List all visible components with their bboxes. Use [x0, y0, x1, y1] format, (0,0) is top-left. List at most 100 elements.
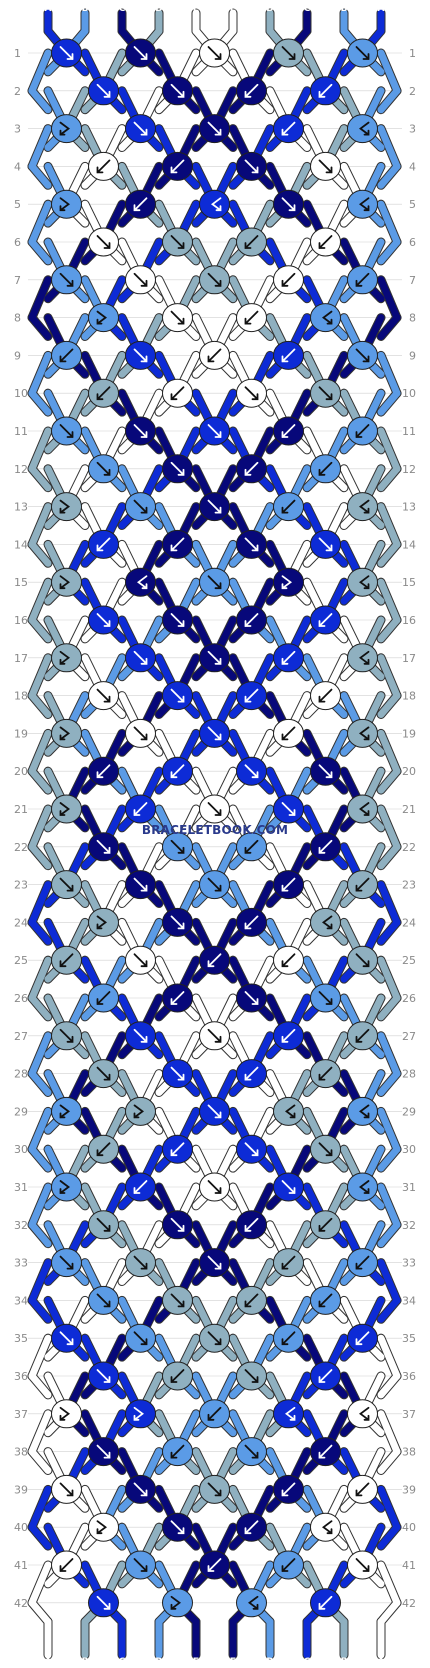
thread-segment [377, 162, 401, 189]
thread-segment [377, 1372, 401, 1399]
knot [273, 1021, 304, 1051]
thread-segment [28, 918, 52, 945]
row-number: 14 [402, 538, 416, 551]
knot [236, 529, 267, 559]
knot [347, 1399, 378, 1429]
knot-arrow-icon [207, 1104, 222, 1119]
row-number: 15 [402, 576, 416, 589]
knot [310, 303, 341, 333]
knot [310, 605, 341, 635]
knot-arrow-icon [170, 386, 185, 401]
knot [236, 1059, 267, 1089]
thread-segment [377, 1485, 401, 1531]
strand-label: C [304, 4, 311, 14]
knot-arrow-icon [96, 83, 111, 98]
thread-segment [377, 881, 401, 926]
thread-segment [28, 729, 52, 775]
knot-arrow-icon [96, 1369, 111, 1383]
thread-segment [377, 1145, 401, 1172]
knot-arrow-icon [59, 1406, 70, 1421]
knot-arrow-icon [133, 499, 148, 514]
knot-arrow-icon [133, 802, 148, 816]
row-number: 5 [14, 198, 21, 211]
knot-arrow-icon [207, 272, 222, 287]
thread-segment [28, 276, 52, 322]
knot-arrow-icon [170, 1293, 185, 1308]
knot-circle [51, 1172, 82, 1202]
knot-arrow-icon [281, 272, 296, 287]
knot-arrow-icon [244, 1066, 259, 1081]
row-number: 11 [14, 425, 28, 438]
knot-circle [88, 1512, 119, 1542]
knot-circle [273, 567, 304, 597]
knot-arrow-icon [318, 688, 333, 703]
thread-segment [28, 1599, 52, 1626]
knot-arrow-icon [281, 348, 296, 363]
thread-segment [28, 49, 52, 95]
knot [51, 1248, 82, 1278]
strand-label: E [193, 1657, 199, 1667]
strand-label: E [193, 4, 199, 14]
knot [310, 1361, 341, 1391]
knot-arrow-icon [359, 650, 370, 665]
strand-label: B [341, 1657, 348, 1667]
row-number: 35 [402, 1332, 416, 1345]
knot [88, 605, 119, 635]
knot [273, 718, 304, 748]
row-number: 6 [409, 236, 416, 249]
knot-circle [273, 1399, 304, 1429]
thread-segment [28, 314, 52, 340]
knot-arrow-icon [96, 461, 111, 476]
thread-segment [28, 1372, 52, 1399]
thread-segment [377, 125, 401, 170]
knot-arrow-icon [133, 348, 148, 363]
thread-segment [28, 1410, 52, 1456]
knot [199, 945, 230, 975]
knot-arrow-icon [170, 1066, 185, 1081]
knot-arrow-icon [133, 1028, 148, 1043]
knot-arrow-icon [355, 953, 370, 968]
knot-arrow-icon [281, 1028, 296, 1043]
knot-arrow-icon [244, 386, 259, 401]
thread-segment [28, 1145, 52, 1172]
knot [162, 76, 193, 106]
knot-arrow-icon [281, 953, 296, 968]
knot-arrow-icon [244, 688, 259, 703]
row-number: 8 [409, 312, 416, 325]
knot [162, 681, 193, 711]
knot-arrow-icon [281, 197, 296, 212]
knot-circle [347, 1096, 378, 1126]
knot [236, 1437, 267, 1467]
knot [51, 340, 82, 370]
row-number: 31 [402, 1181, 416, 1194]
thread-segment [377, 1599, 401, 1626]
knot-circle [273, 1096, 304, 1126]
knot-arrow-icon [359, 1104, 370, 1119]
knot [125, 492, 156, 522]
knot [162, 151, 193, 181]
knot-arrow-icon [244, 83, 259, 98]
row-number: 13 [402, 501, 416, 514]
strand-label: A [45, 4, 52, 14]
knot [88, 227, 119, 257]
knot-arrow-icon [96, 537, 111, 552]
knot-arrow-icon [59, 953, 74, 968]
knot-arrow-icon [281, 802, 296, 816]
knot [310, 681, 341, 711]
knot-arrow-icon [322, 310, 333, 325]
knot-arrow-icon [207, 1180, 222, 1194]
knot-arrow-icon [281, 650, 296, 665]
thread-segment [28, 87, 52, 114]
knot [236, 832, 267, 862]
strand-label: D [266, 1657, 273, 1667]
row-number: 20 [14, 765, 28, 778]
knot [88, 1210, 119, 1240]
knot [273, 416, 304, 446]
knot-circle [347, 1399, 378, 1429]
knot-arrow-icon [318, 991, 333, 1005]
knot-arrow-icon [207, 121, 222, 136]
knot-circle [51, 492, 82, 522]
knot-arrow-icon [170, 159, 185, 174]
thread-segment [28, 1296, 52, 1323]
